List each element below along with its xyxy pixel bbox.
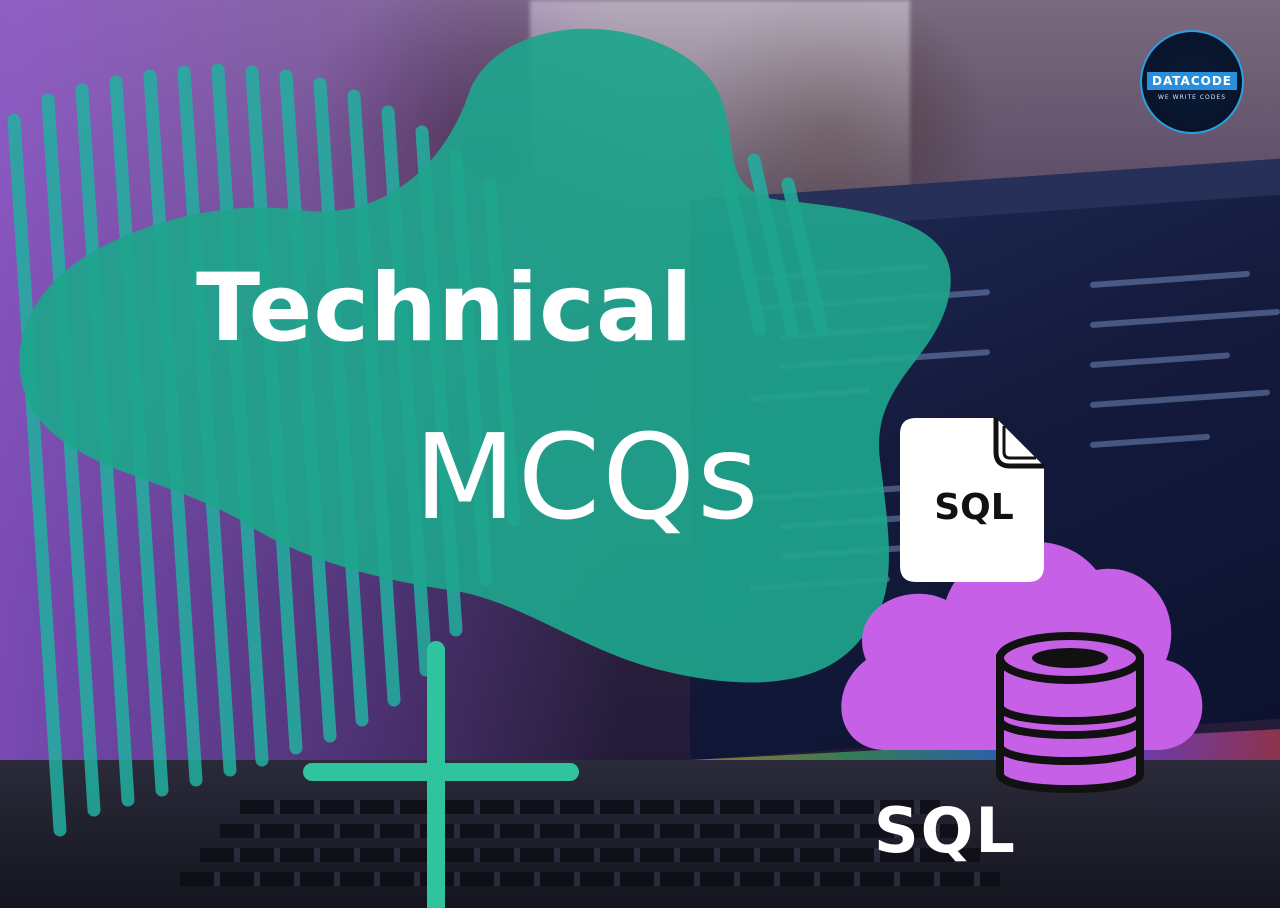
plus-icon [303, 641, 579, 908]
title-line-1: Technical [196, 254, 694, 363]
sql-file-label: SQL [934, 487, 1014, 528]
sql-caption: SQL [874, 794, 1017, 867]
logo-tagline: WE WRITE CODES [1158, 94, 1226, 101]
title-line-2: MCQs [414, 408, 761, 546]
database-icon [996, 632, 1144, 793]
sql-file-icon [900, 418, 1044, 582]
datacode-logo: DATACODE WE WRITE CODES [1140, 30, 1244, 134]
logo-name: DATACODE [1147, 72, 1237, 90]
laptop-keyboard [0, 760, 1280, 908]
